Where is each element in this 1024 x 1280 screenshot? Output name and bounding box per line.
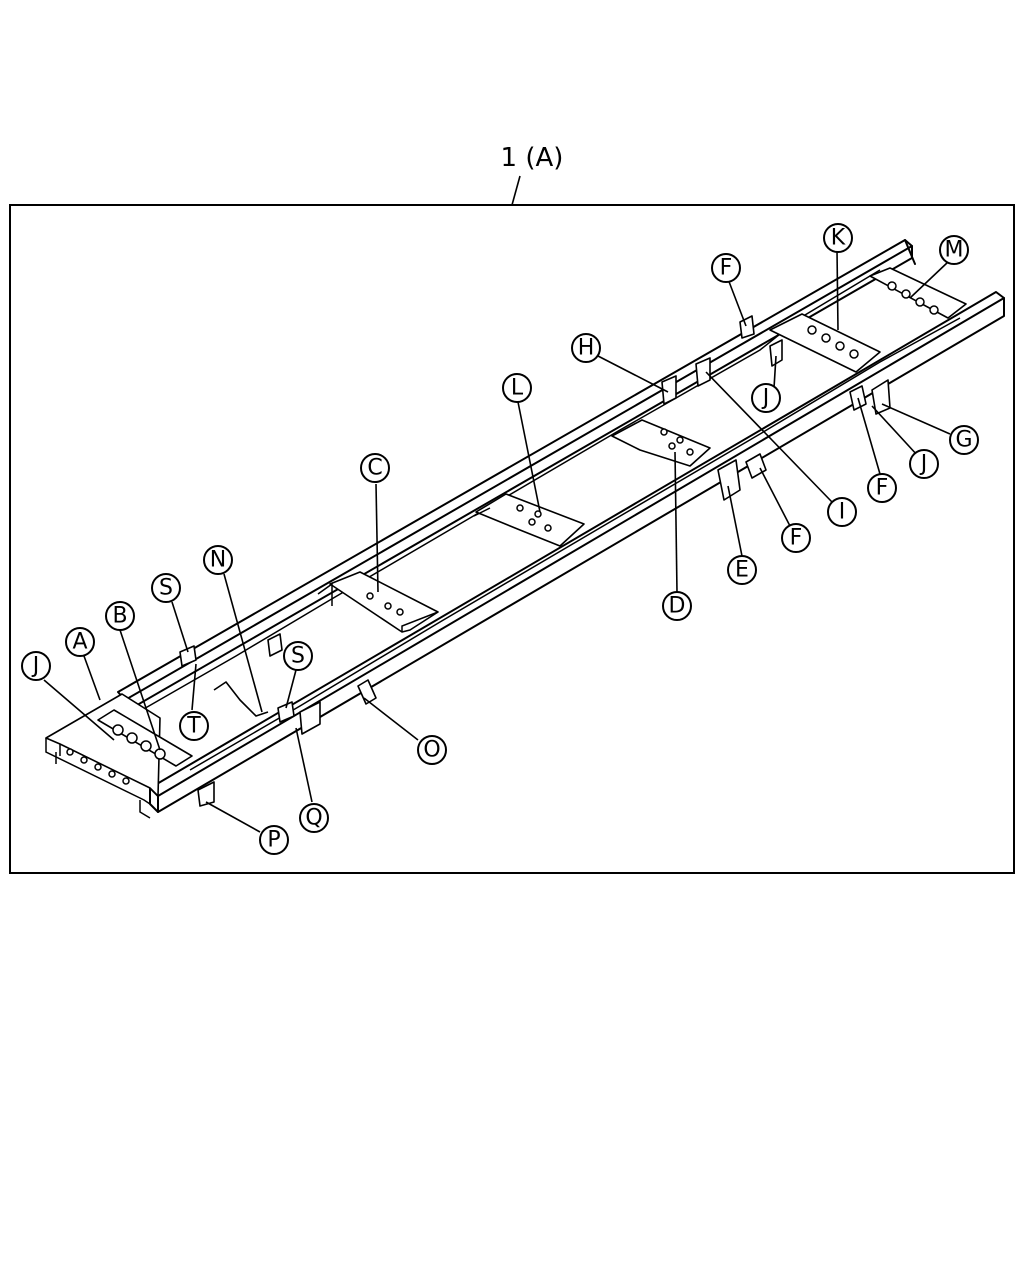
assembly-title: 1 (A) (501, 143, 564, 173)
callout-l: L (502, 373, 532, 403)
callout-label: C (367, 456, 382, 481)
harness-n (213, 681, 269, 717)
callout-j-g: J (909, 449, 939, 479)
front-crossmember (45, 693, 161, 819)
callout-label: P (267, 828, 280, 853)
title-leader-line (511, 175, 521, 206)
callout-j-front: J (21, 651, 51, 681)
callout-d: D (662, 591, 692, 621)
left-side-rail (117, 239, 916, 713)
callout-g: G (949, 425, 979, 455)
callout-s-mid: S (283, 641, 313, 671)
bracket-mid-left (267, 633, 283, 657)
bracket-p (197, 781, 215, 807)
callout-b: B (105, 601, 135, 631)
callout-s-front: S (151, 573, 181, 603)
callout-label: N (210, 548, 226, 573)
callout-label: M (945, 238, 964, 263)
callout-label: F (876, 476, 889, 501)
callout-f-top: F (711, 253, 741, 283)
leader-lines (43, 249, 951, 833)
bracket-f-upper (739, 315, 755, 339)
callout-label: K (831, 226, 846, 251)
callout-label: E (735, 558, 749, 583)
callout-label: L (511, 376, 524, 401)
bracket-q (299, 701, 321, 735)
callout-label: B (112, 604, 127, 629)
callout-i: I (827, 497, 857, 527)
callout-label: F (790, 526, 803, 551)
crossmember-k (769, 313, 881, 373)
callout-m: M (939, 235, 969, 265)
bracket-h (661, 375, 677, 405)
callout-f-rear: F (867, 473, 897, 503)
callout-n: N (203, 545, 233, 575)
callout-t: T (179, 711, 209, 741)
callout-label: H (578, 336, 595, 361)
callout-h: H (571, 333, 601, 363)
crossmember-c (317, 571, 439, 633)
callout-label: D (669, 594, 686, 619)
right-rail-inner-edge (189, 317, 961, 771)
callout-label: O (423, 738, 440, 763)
bracket-o (357, 679, 377, 705)
crossmember-b (97, 709, 193, 767)
callout-label: J (31, 654, 40, 679)
bracket-e (717, 459, 741, 501)
callout-label: S (291, 644, 305, 669)
callout-label: F (720, 256, 733, 281)
crossmember-d (611, 419, 711, 467)
callout-f-lower: F (781, 523, 811, 553)
callout-label: A (72, 630, 87, 655)
callout-j-rear: J (751, 383, 781, 413)
callout-label: S (159, 576, 173, 601)
callout-label: J (919, 452, 928, 477)
bracket-f-lower (745, 453, 767, 479)
callout-q: Q (299, 803, 329, 833)
callout-p: P (259, 825, 289, 855)
callout-label: T (186, 714, 201, 739)
callout-a: A (65, 627, 95, 657)
diagram-border (9, 204, 1015, 874)
callout-label: J (761, 386, 770, 411)
callout-o: O (417, 735, 447, 765)
bracket-s-front (179, 645, 197, 667)
callout-label: I (839, 500, 846, 525)
bracket-j-rear (769, 339, 783, 367)
crossmember-m (869, 267, 967, 319)
crossmember-l (473, 493, 585, 547)
callout-label: G (955, 428, 972, 453)
bracket-i (695, 357, 711, 387)
callout-c: C (360, 453, 390, 483)
right-side-rail (149, 291, 1005, 813)
callout-label: Q (305, 806, 322, 831)
callout-e: E (727, 555, 757, 585)
callout-k: K (823, 223, 853, 253)
